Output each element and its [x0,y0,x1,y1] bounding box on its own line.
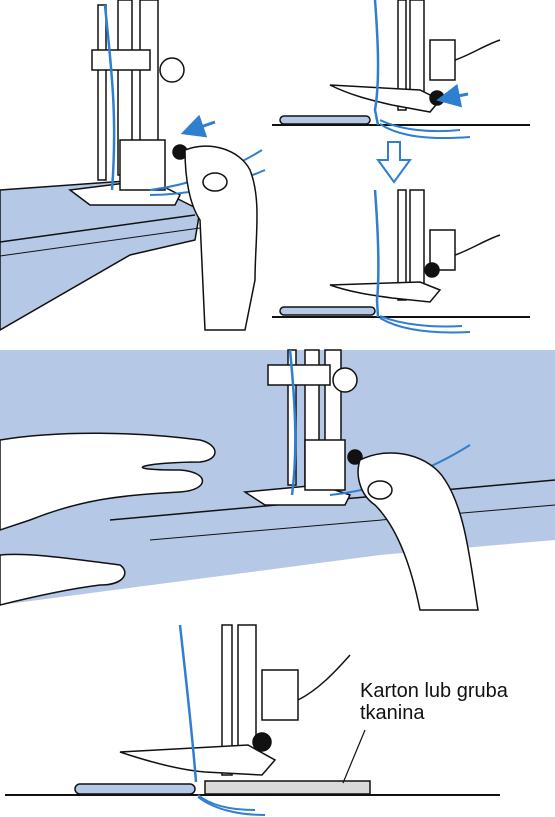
panel-middle [0,350,555,610]
cardboard-callout-label: Karton lub gruba tkanina [360,680,508,724]
callout-leader [343,730,365,783]
callout-line-2: tkanina [360,702,508,724]
cardboard-piece [205,781,370,794]
down-arrow-icon [378,142,410,182]
panel-top-right-lower [272,190,530,332]
blue-arrow-icon [192,122,215,130]
presser-foot [70,0,187,205]
panel-top-left [0,0,265,330]
callout-line-1: Karton lub gruba [360,680,508,702]
panel-top-right-upper [272,0,530,138]
